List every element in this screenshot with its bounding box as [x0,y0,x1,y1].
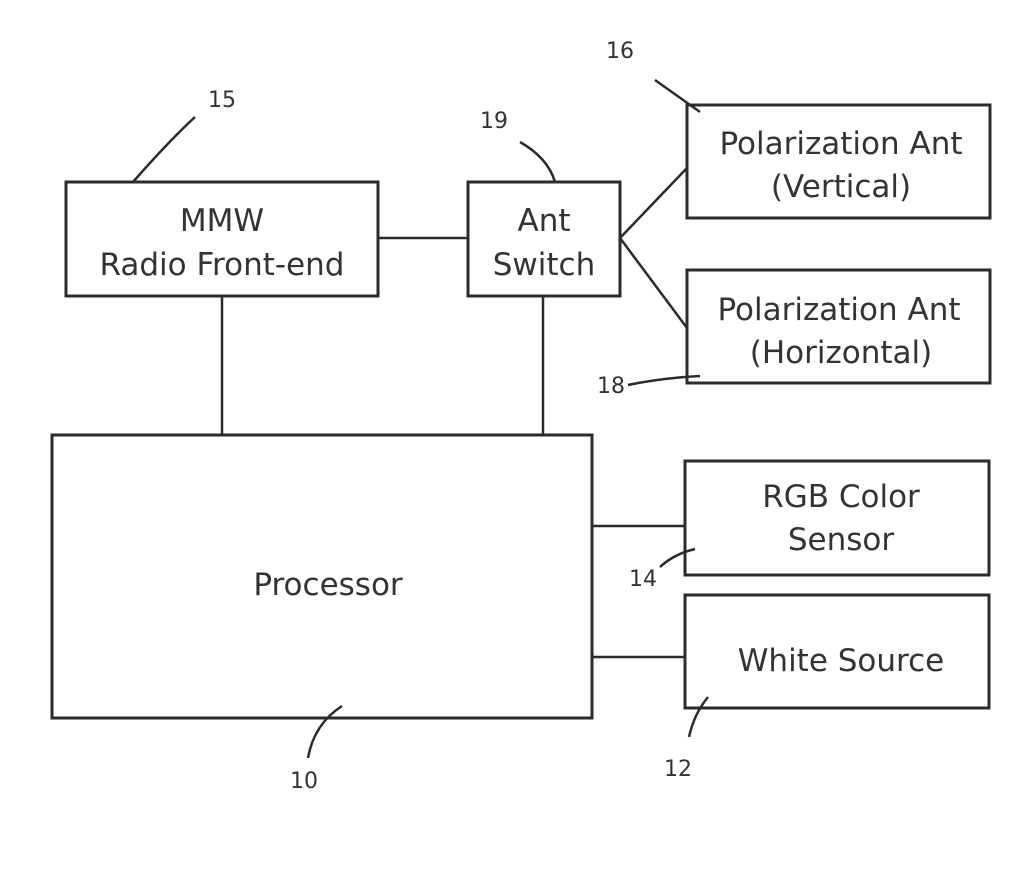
ref-19: 19 [480,109,508,134]
radio-front-end-label-line1: MMW [180,203,264,239]
ref-12: 12 [664,757,692,782]
block-rgb-sensor: RGB Color Sensor [685,461,989,575]
block-ant-switch: Ant Switch [468,182,620,296]
wire-switch-to-vertical-ant [620,168,687,238]
ref-18: 18 [597,374,625,399]
block-radio-front-end: MMW Radio Front-end [66,182,378,296]
ant-switch-label-line1: Ant [517,203,570,239]
polarization-horizontal-label-line1: Polarization Ant [717,292,960,328]
processor-label: Processor [253,567,403,603]
leader-19 [520,142,555,182]
rgb-sensor-label-line1: RGB Color [762,479,920,515]
block-white-source: White Source [685,595,989,708]
leader-15 [133,117,195,182]
ref-16: 16 [606,39,634,64]
ref-14: 14 [629,567,657,592]
block-processor: Processor [52,435,592,718]
ref-15: 15 [208,88,236,113]
block-polarization-horizontal: Polarization Ant (Horizontal) [687,270,990,383]
rgb-sensor-label-line2: Sensor [788,522,895,558]
polarization-vertical-label-line1: Polarization Ant [719,126,962,162]
block-polarization-vertical: Polarization Ant (Vertical) [687,105,990,218]
ref-10: 10 [290,769,318,794]
ant-switch-label-line2: Switch [493,247,596,283]
polarization-horizontal-label-line2: (Horizontal) [750,335,932,371]
white-source-label: White Source [738,643,944,679]
wire-switch-to-horizontal-ant [620,238,687,328]
polarization-vertical-label-line2: (Vertical) [771,169,911,205]
leader-16 [655,80,700,112]
radio-front-end-label-line2: Radio Front-end [100,247,345,283]
